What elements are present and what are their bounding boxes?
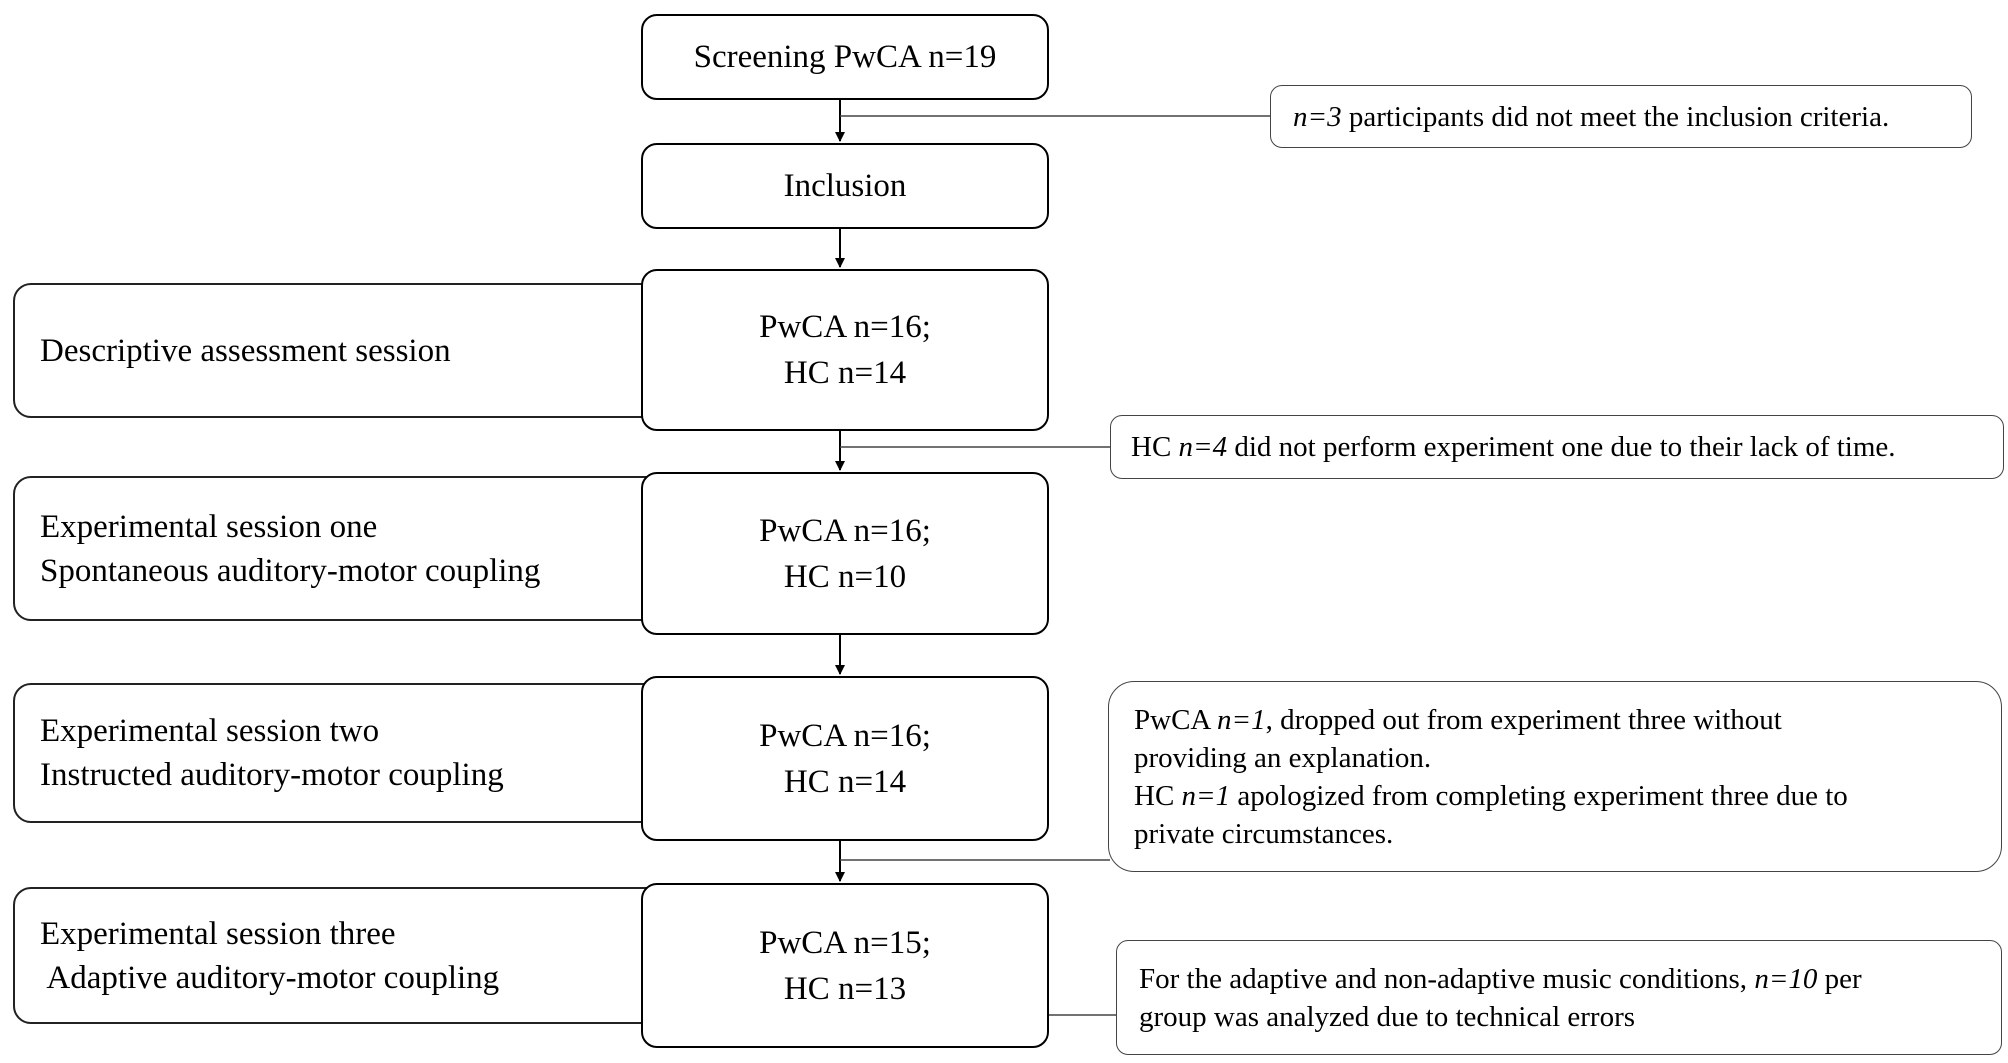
session-descriptive-box: Descriptive assessment session bbox=[13, 283, 673, 418]
exclusion-note: n=3 participants did not meet the inclus… bbox=[1270, 85, 1972, 148]
session-descriptive-title: Descriptive assessment session bbox=[40, 332, 451, 369]
dropout-note-line1: PwCA n=1, dropped out from experiment th… bbox=[1134, 701, 2001, 739]
session-two-title: Experimental session two bbox=[40, 713, 380, 749]
hc-lack-time-n: n=4 bbox=[1178, 431, 1228, 463]
hc-lack-time-note: HC n=4 did not perform experiment one du… bbox=[1110, 415, 2004, 479]
technical-note-n: n=10 bbox=[1754, 962, 1818, 995]
session-one-subtitle: Spontaneous auditory-motor coupling bbox=[40, 552, 541, 589]
dropout-hc-reason: apologized from completing experiment th… bbox=[1230, 779, 1848, 812]
session-two-subtitle: Instructed auditory-motor coupling bbox=[40, 757, 504, 793]
inclusion-label: Inclusion bbox=[783, 168, 907, 204]
screening-label: Screening PwCA n=19 bbox=[693, 39, 997, 75]
descriptive-pwca-count: PwCA n=16; bbox=[759, 309, 931, 345]
session-three-title: Experimental session three bbox=[40, 915, 396, 952]
dropout-hc-prefix: HC bbox=[1134, 779, 1182, 812]
exp-one-pwca-count: PwCA n=16; bbox=[759, 512, 931, 549]
session-three-subtitle: Adaptive auditory-motor coupling bbox=[40, 959, 500, 996]
session-one-box: Experimental session one Spontaneous aud… bbox=[13, 476, 673, 621]
hc-lack-time-prefix: HC bbox=[1131, 431, 1179, 463]
exp-two-count-box: PwCA n=16; HC n=14 bbox=[641, 676, 1049, 841]
descriptive-hc-count: HC n=14 bbox=[783, 355, 907, 391]
technical-note-line2: group was analyzed due to technical erro… bbox=[1139, 1000, 1636, 1033]
exp-three-pwca-count: PwCA n=15; bbox=[759, 924, 931, 961]
screening-box: Screening PwCA n=19 bbox=[641, 14, 1049, 100]
exp-three-count-box: PwCA n=15; HC n=13 bbox=[641, 883, 1049, 1048]
dropout-note-line2: providing an explanation. bbox=[1134, 741, 1432, 774]
dropout-note-line4: private circumstances. bbox=[1134, 817, 1394, 850]
dropout-pwca-reason: , dropped out from experiment three with… bbox=[1265, 703, 1782, 736]
exp-one-count-box: PwCA n=16; HC n=10 bbox=[641, 472, 1049, 635]
descriptive-count-box: PwCA n=16; HC n=14 bbox=[641, 269, 1049, 431]
exp-one-hc-count: HC n=10 bbox=[783, 558, 907, 595]
hc-lack-time-reason: did not perform experiment one due to th… bbox=[1227, 431, 1896, 463]
exp-two-pwca-count: PwCA n=16; bbox=[759, 717, 931, 754]
exclusion-note-n: n=3 bbox=[1293, 100, 1342, 133]
dropout-hc-n: n=1 bbox=[1181, 779, 1231, 812]
dropout-note: PwCA n=1, dropped out from experiment th… bbox=[1108, 681, 2002, 872]
exp-two-hc-count: HC n=14 bbox=[783, 763, 907, 800]
technical-errors-note: For the adaptive and non-adaptive music … bbox=[1116, 940, 2002, 1055]
technical-note-line1: For the adaptive and non-adaptive music … bbox=[1139, 960, 2001, 998]
exclusion-note-reason: participants did not meet the inclusion … bbox=[1341, 100, 1890, 133]
technical-note-suffix: per bbox=[1817, 962, 1862, 995]
session-three-box: Experimental session three Adaptive audi… bbox=[13, 887, 673, 1024]
dropout-note-line3: HC n=1 apologized from completing experi… bbox=[1134, 777, 2001, 815]
dropout-pwca-n: n=1 bbox=[1217, 703, 1266, 736]
exclusion-note-text: n=3 participants did not meet the inclus… bbox=[1293, 98, 1971, 136]
session-two-box: Experimental session two Instructed audi… bbox=[13, 683, 673, 823]
session-one-title: Experimental session one bbox=[40, 508, 378, 545]
dropout-pwca-prefix: PwCA bbox=[1134, 703, 1218, 736]
inclusion-box: Inclusion bbox=[641, 143, 1049, 229]
technical-note-text: For the adaptive and non-adaptive music … bbox=[1139, 962, 1755, 995]
exp-three-hc-count: HC n=13 bbox=[783, 970, 907, 1007]
hc-lack-time-note-text: HC n=4 did not perform experiment one du… bbox=[1131, 428, 2003, 466]
